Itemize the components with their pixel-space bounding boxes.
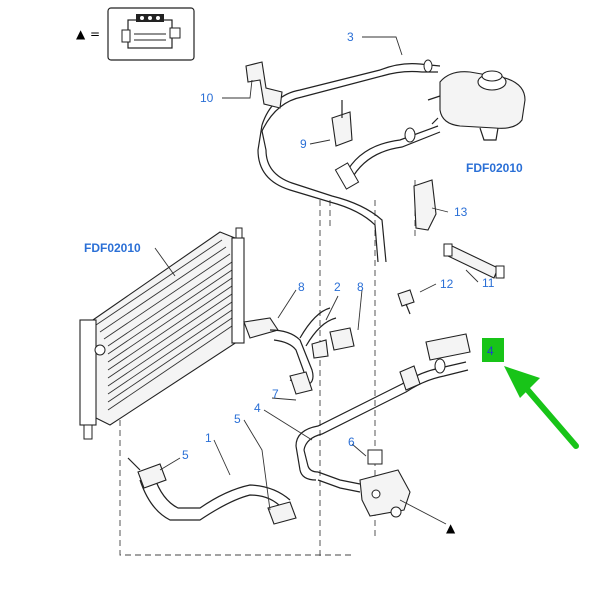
hose-network (257, 59, 441, 263)
expansion-tank (427, 70, 526, 141)
callout-10: 10 (200, 91, 214, 105)
thermostat-housing (317, 449, 411, 518)
radiator (79, 227, 245, 440)
bottom-engine-marker: ▲ (446, 521, 456, 535)
callout-4-hose: 4 (254, 401, 261, 415)
bracket-13 (413, 179, 437, 231)
callout-3: 3 (347, 30, 354, 44)
callout-1: 1 (205, 431, 212, 445)
callout-labels: 3 10 9 13 11 12 8 2 8 7 4 5 1 5 6 FDF020… (84, 30, 523, 535)
bolt-12 (397, 289, 415, 315)
callout-leaders (154, 36, 479, 525)
highlight-callout-4: 4 (487, 344, 494, 358)
callout-12: 12 (440, 277, 454, 291)
connector-11 (443, 243, 505, 279)
callout-8-right: 8 (357, 280, 364, 294)
callout-7: 7 (272, 387, 279, 401)
callout-9: 9 (300, 137, 307, 151)
legend-equals: = (90, 27, 100, 41)
reference-code-left: FDF02010 (84, 241, 141, 255)
callout-13: 13 (454, 205, 468, 219)
clip-9 (331, 100, 353, 147)
callout-6: 6 (348, 435, 355, 449)
lower-hose-assembly (243, 307, 355, 395)
callout-2: 2 (334, 280, 341, 294)
highlighted-part-4[interactable]: 4 (482, 338, 504, 362)
engine-block-icon (121, 14, 181, 49)
callout-5-bottom: 5 (234, 412, 241, 426)
hose-1 (127, 457, 297, 525)
legend: ▲ = (76, 7, 195, 61)
green-pointer-arrow-icon (504, 366, 579, 449)
callout-11: 11 (482, 276, 495, 290)
callout-8-left: 8 (298, 280, 305, 294)
reference-code-top-right: FDF02010 (466, 161, 523, 175)
legend-symbol: ▲ (76, 27, 86, 41)
hose-4 (295, 333, 471, 481)
highlight-box (482, 338, 504, 362)
callout-5-left: 5 (182, 448, 189, 462)
